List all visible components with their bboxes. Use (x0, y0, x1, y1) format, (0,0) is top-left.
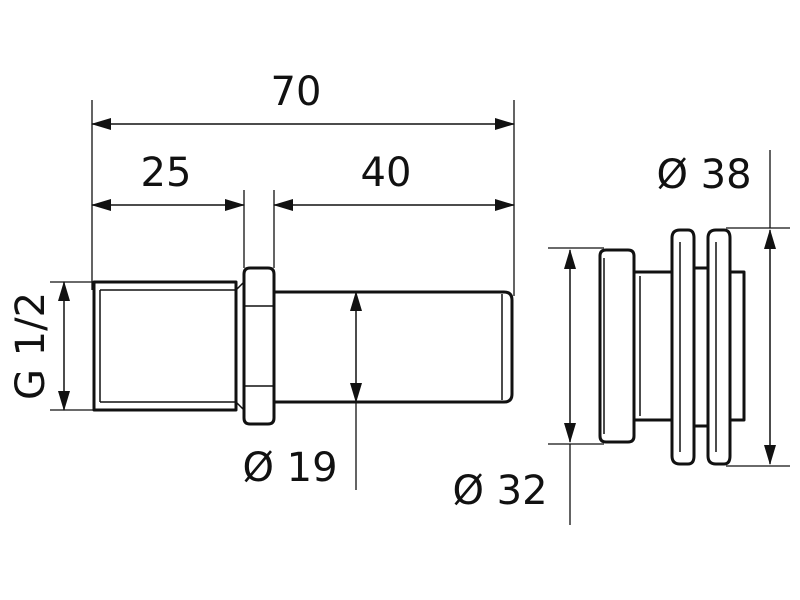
thread-length-label: 25 (141, 150, 192, 196)
dimension-lines-left (58, 118, 515, 411)
front-disc (598, 248, 636, 444)
thread-section (92, 280, 238, 412)
rib-ring-2 (706, 228, 732, 466)
hex-nut-link-bottom (235, 401, 245, 411)
spindle-part (92, 266, 514, 426)
pin-section (274, 290, 514, 404)
hex-nut (242, 266, 276, 426)
back-stub (730, 270, 746, 422)
flange-part (598, 228, 746, 466)
flange-outer-diameter-label: Ø 38 (656, 152, 751, 198)
rib-connector (694, 266, 708, 428)
extension-lines-right (548, 150, 790, 525)
rib-ring-1 (670, 228, 696, 466)
extension-lines-left (50, 100, 515, 490)
flange-inner-diameter-label: Ø 32 (452, 468, 547, 514)
pin-diameter-label: Ø 19 (242, 445, 337, 491)
dimension-lines-right (564, 229, 776, 465)
pin-length-label: 40 (361, 150, 412, 196)
hex-nut-link-top (235, 281, 245, 291)
thread-size-label: G 1/2 (8, 292, 54, 400)
overall-length-label: 70 (271, 69, 322, 115)
